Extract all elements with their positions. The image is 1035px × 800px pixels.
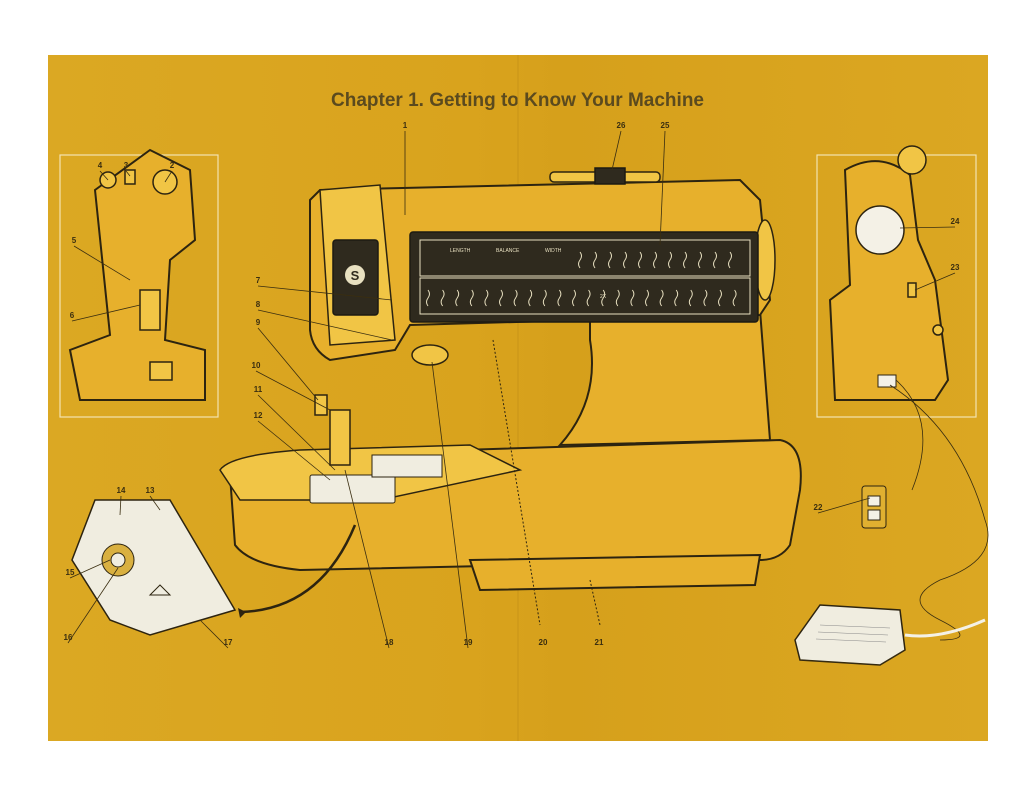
callout-1: 1 <box>403 121 408 130</box>
callout-leader <box>344 469 390 649</box>
width-label: WIDTH <box>545 248 562 254</box>
stitch-pattern <box>718 289 722 307</box>
callout-leader <box>149 495 161 511</box>
callout-8: 8 <box>256 300 261 309</box>
stitch-pattern <box>557 289 562 307</box>
callout-leader <box>611 130 622 171</box>
callout-2: 2 <box>170 161 175 170</box>
callout-25: 25 <box>661 121 670 130</box>
callout-leader <box>257 285 393 301</box>
callout-5: 5 <box>72 236 77 245</box>
callout-11: 11 <box>254 385 263 394</box>
stitch-pattern <box>674 289 679 307</box>
stitch-pattern <box>615 289 620 307</box>
stitch-pattern <box>586 289 591 307</box>
callout-leader <box>257 420 331 481</box>
callout-leader <box>119 495 122 516</box>
callout-3: 3 <box>124 161 129 170</box>
stitch-pattern <box>542 289 547 307</box>
callout-leader <box>431 361 469 649</box>
stitch-pattern <box>469 289 474 307</box>
stitch-pattern <box>630 289 635 307</box>
callout-22: 22 <box>814 503 823 512</box>
stitch-pattern <box>572 289 576 307</box>
callout-leader <box>71 304 141 322</box>
stitch-pattern <box>440 289 445 307</box>
stitch-pattern <box>593 251 597 269</box>
callout-10: 10 <box>252 361 261 370</box>
foot-controller <box>794 604 986 666</box>
callout-13: 13 <box>146 486 155 495</box>
callout-20: 20 <box>539 638 548 647</box>
callout-15: 15 <box>66 568 75 577</box>
callout-17: 17 <box>224 638 233 647</box>
callout-16: 16 <box>64 633 73 642</box>
callout-leader <box>257 309 393 341</box>
stitch-pattern <box>703 289 708 307</box>
callout-4: 4 <box>98 161 103 170</box>
stitch-pattern <box>601 289 606 307</box>
callout-18: 18 <box>385 638 394 647</box>
callout-leader <box>164 170 173 183</box>
callout-23: 23 <box>951 263 960 272</box>
brand-logo: S <box>351 268 360 283</box>
callout-21: 21 <box>595 638 604 647</box>
stitch-pattern <box>623 251 627 269</box>
callout-19: 19 <box>464 638 473 647</box>
stitch-pattern <box>683 251 687 269</box>
callout-leader <box>255 370 331 411</box>
stitch-pattern <box>608 251 612 269</box>
stitch-pattern <box>578 251 582 269</box>
balance-label: BALANCE <box>496 248 520 254</box>
stitch-pattern <box>426 289 430 307</box>
callout-leader <box>899 226 956 229</box>
callout-leader <box>125 170 131 177</box>
stitch-pattern <box>528 289 533 307</box>
stitch-pattern <box>638 251 642 269</box>
callout-leader <box>914 272 956 291</box>
callout-leader <box>67 567 119 644</box>
left-side-view <box>68 148 206 401</box>
stitch-pattern <box>732 289 737 307</box>
callout-24: 24 <box>951 217 960 226</box>
callout-6: 6 <box>70 311 75 320</box>
length-label: LENGTH <box>450 248 471 254</box>
left-inset-frame <box>59 154 219 418</box>
callout-leader <box>257 394 336 471</box>
stitch-pattern <box>484 289 489 307</box>
stitch-pattern <box>728 251 732 269</box>
stitch-pattern <box>653 251 657 269</box>
callout-leader <box>199 619 229 649</box>
callout-leader <box>73 245 131 281</box>
stitch-pattern <box>499 289 503 307</box>
stitch-pattern <box>698 251 702 269</box>
right-side-view <box>828 145 989 641</box>
callout-9: 9 <box>256 318 261 327</box>
stitch-pattern <box>645 289 649 307</box>
stitch-pattern <box>659 289 664 307</box>
stitch-pattern <box>455 289 460 307</box>
callout-leader <box>99 170 109 181</box>
callout-leader <box>69 559 111 579</box>
stitch-pattern-buttons <box>426 251 737 307</box>
stitch-selection-panel: LENGTH BALANCE WIDTH 2X <box>409 231 759 323</box>
stitch-pattern <box>513 289 518 307</box>
wall-outlet <box>861 485 887 529</box>
stitch-pattern <box>688 289 693 307</box>
right-inset-frame <box>816 154 977 418</box>
callout-14: 14 <box>117 486 126 495</box>
callout-leader <box>817 497 871 514</box>
callout-12: 12 <box>254 411 263 420</box>
callout-7: 7 <box>256 276 261 285</box>
stitch-pattern <box>668 251 672 269</box>
callout-26: 26 <box>617 121 626 130</box>
stitch-pattern <box>713 251 717 269</box>
callout-leader <box>257 327 319 401</box>
callout-leader <box>659 130 666 246</box>
bobbin-cover-plate <box>71 499 357 636</box>
